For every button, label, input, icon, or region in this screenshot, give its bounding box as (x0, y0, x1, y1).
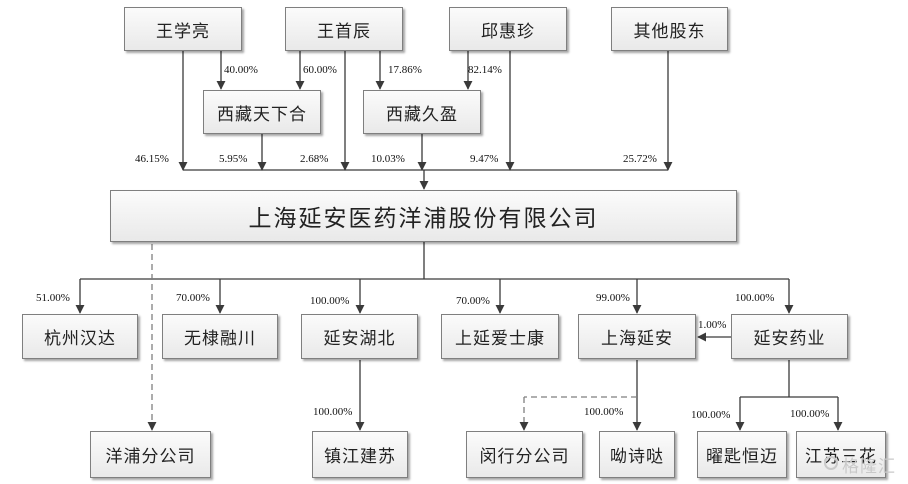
pct-wang-shouchen-jiuying: 17.86% (388, 64, 422, 76)
pct-main-aishikang: 70.00% (456, 295, 490, 307)
node-yanan-hubei: 延安湖北 (301, 314, 418, 359)
node-yangpu-branch: 洋浦分公司 (90, 431, 211, 478)
pct-jiuying-main: 10.03% (371, 153, 405, 165)
node-main-company: 上海延安医药洋浦股份有限公司 (110, 190, 737, 242)
pct-main-rongchuan: 70.00% (176, 292, 210, 304)
node-yanan-yaoye: 延安药业 (731, 314, 848, 359)
node-other-holders: 其他股东 (611, 7, 728, 51)
node-yaoshi-hengmai: 曜匙恒迈 (697, 431, 787, 478)
node-jiangsu-sanhua: 江苏三花 (796, 431, 886, 478)
pct-hubei-zhenjiang: 100.00% (313, 406, 353, 418)
node-shanghai-yanan: 上海延安 (578, 314, 696, 359)
pct-main-hubei: 100.00% (310, 295, 350, 307)
node-youshida: 呦诗哒 (599, 431, 675, 478)
pct-qiu-huizhen-jiuying: 82.14% (468, 64, 502, 76)
pct-wang-shouchen-main: 2.68% (300, 153, 329, 165)
pct-wang-xueliang-main: 46.15% (135, 153, 169, 165)
pct-tianxiahe-main: 5.95% (219, 153, 248, 165)
node-xizang-jiuying: 西藏久盈 (363, 90, 481, 134)
node-zhenjiang-jiansu: 镇江建苏 (312, 431, 408, 478)
pct-wang-xueliang-tianxiahe: 40.00% (224, 64, 258, 76)
node-wang-xueliang: 王学亮 (124, 7, 242, 51)
node-minhang-branch: 闵行分公司 (466, 431, 583, 478)
pct-qiu-huizhen-main: 9.47% (470, 153, 499, 165)
pct-other-main: 25.72% (623, 153, 657, 165)
pct-main-handa: 51.00% (36, 292, 70, 304)
pct-main-yaoye: 100.00% (735, 292, 775, 304)
pct-main-shanghai-yanan: 99.00% (596, 292, 630, 304)
watermark-logo-icon (824, 456, 838, 470)
pct-yaoye-hengmai: 100.00% (691, 409, 731, 421)
pct-yaoye-sanhua: 100.00% (790, 408, 830, 420)
pct-yaoye-shanghai-yanan: 1.00% (698, 319, 727, 331)
node-wang-shouchen: 王首辰 (285, 7, 403, 51)
node-xizang-tianxiahe: 西藏天下合 (203, 90, 321, 134)
node-qiu-huizhen: 邱惠珍 (449, 7, 567, 51)
node-wudi-rongchuan: 无棣融川 (162, 314, 278, 359)
node-shangyan-aishikang: 上延爱士康 (441, 314, 559, 359)
watermark: 格隆汇 (842, 457, 896, 477)
pct-wang-shouchen-tianxiahe: 60.00% (303, 64, 337, 76)
pct-shanghai-yanan-youshida: 100.00% (584, 406, 624, 418)
node-hangzhou-handa: 杭州汉达 (22, 314, 138, 359)
